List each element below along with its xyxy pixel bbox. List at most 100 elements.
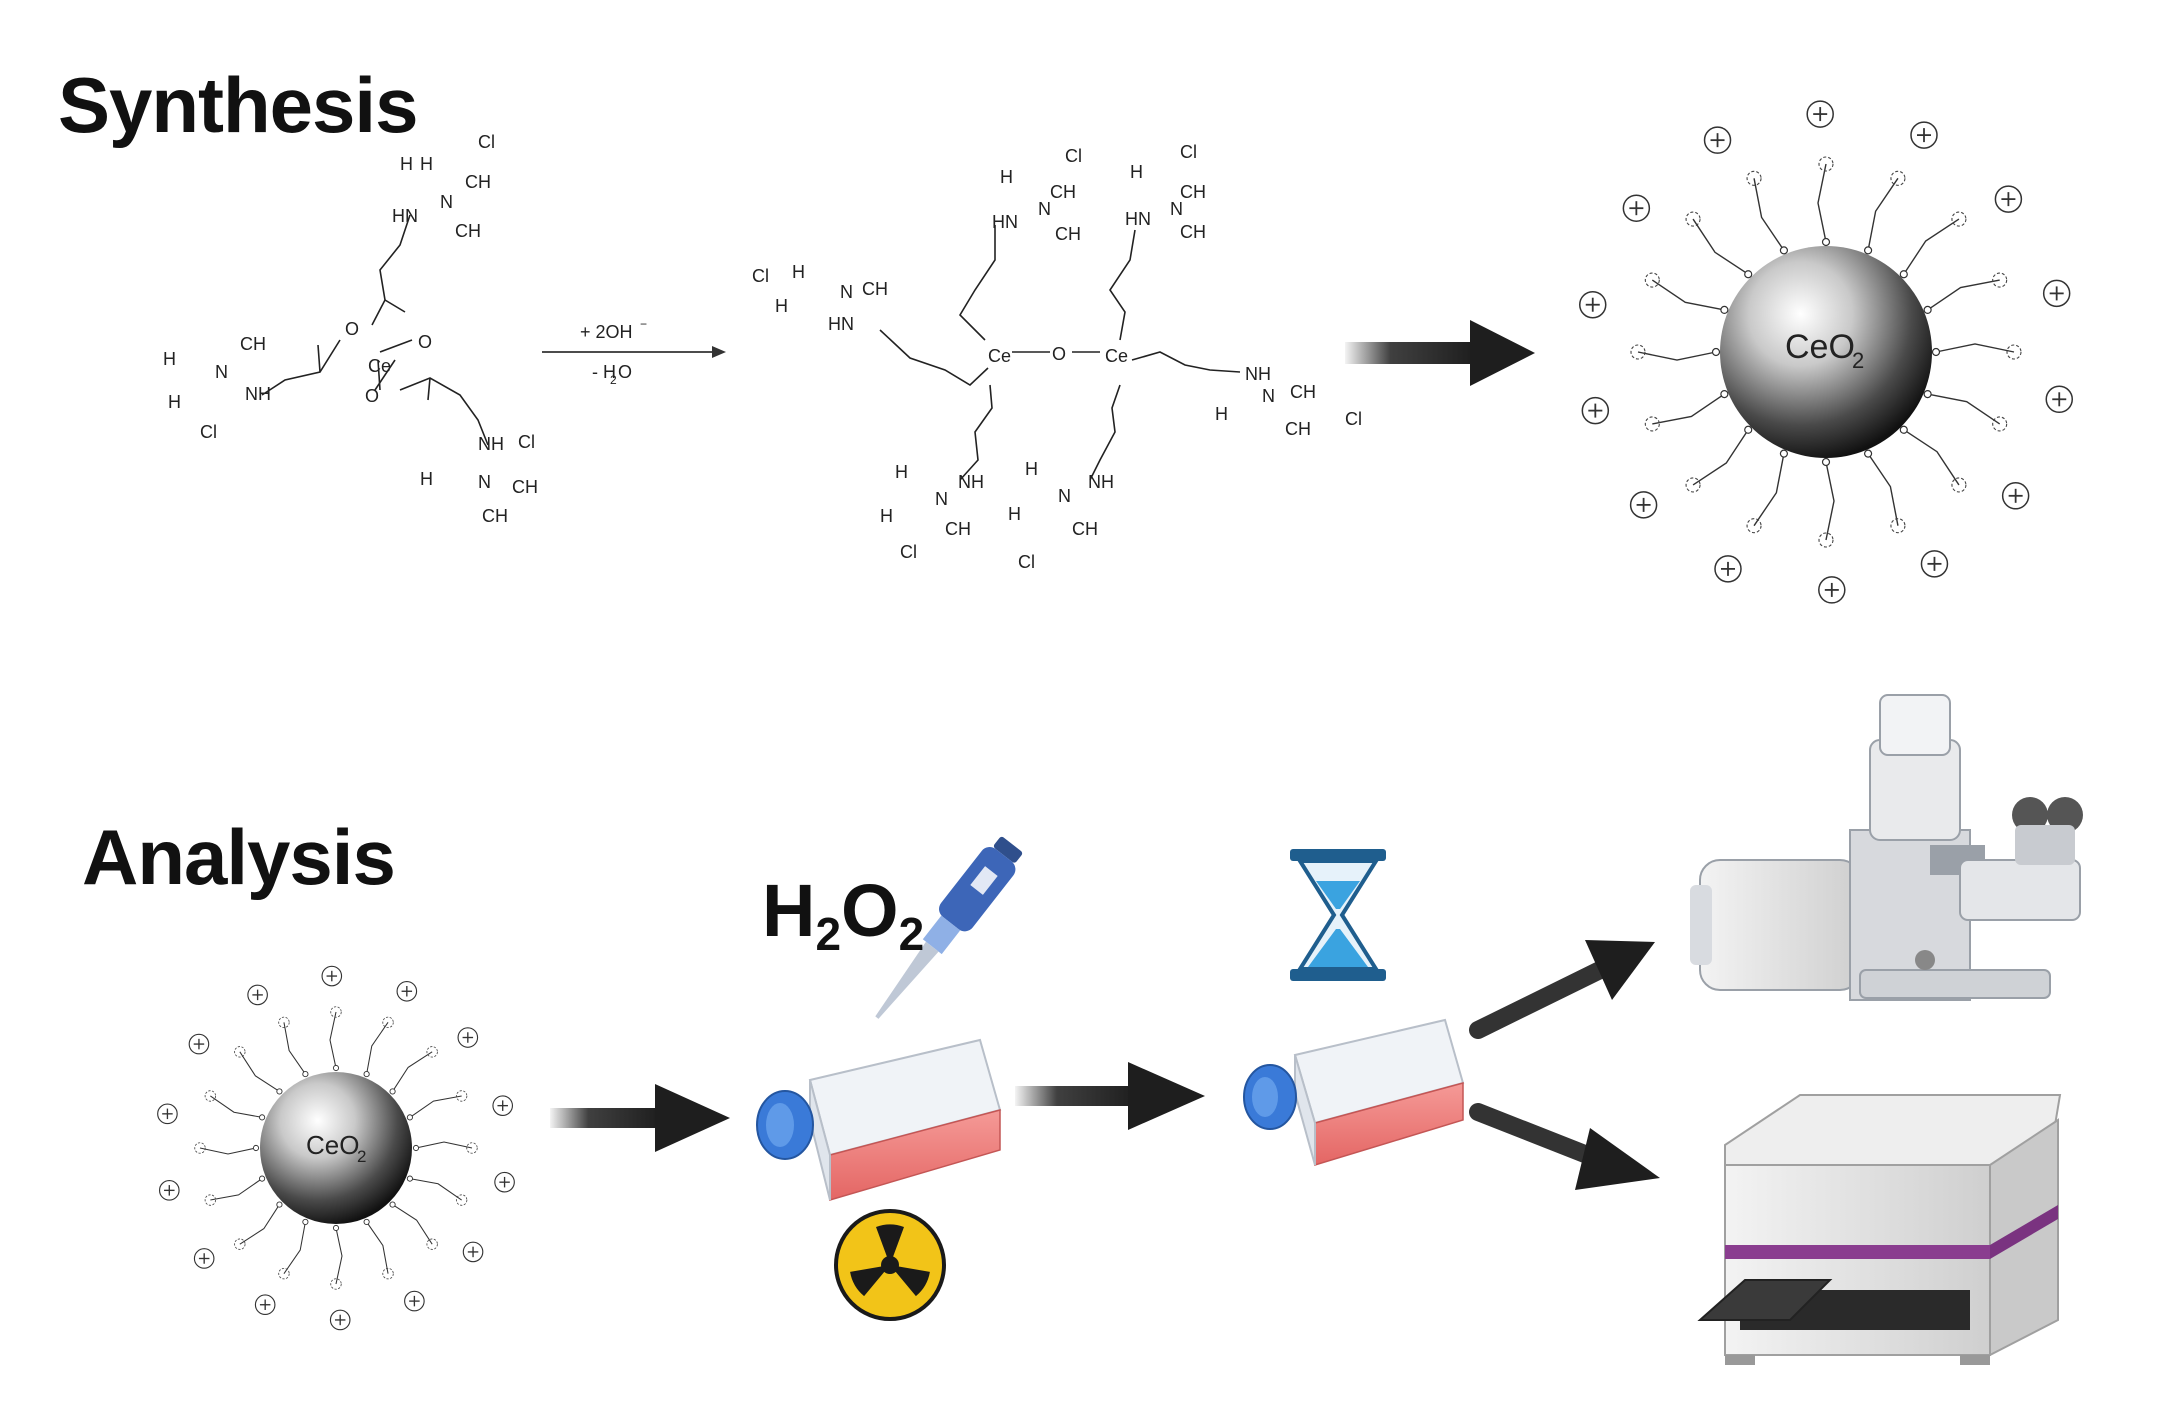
plus-charge-icon: [462, 1241, 484, 1263]
plate-reader-icon: [1697, 1094, 2062, 1365]
chem-label: N: [215, 362, 228, 382]
plus-charge-icon: [157, 1103, 178, 1125]
plus-charge-icon: [1994, 185, 2023, 213]
chem-label: Cl: [478, 132, 495, 152]
plus-charge-icon: [193, 1248, 215, 1269]
carboxylate-oxygen: [406, 1175, 413, 1182]
carboxylate-oxygen: [1744, 425, 1753, 434]
chem-label: N: [1262, 386, 1275, 406]
ammonium-group: [382, 1267, 394, 1280]
carboxylate-oxygen: [1923, 305, 1932, 315]
ligand-chain: [1935, 343, 2015, 353]
carboxylate-oxygen: [363, 1218, 370, 1225]
carboxylate-oxygen: [302, 1071, 309, 1078]
ammonium-group: [2006, 344, 2022, 360]
chem-label: CH: [1180, 182, 1206, 202]
cell-flask-icon: [1243, 1018, 1465, 1167]
chem-label: CH: [1285, 419, 1311, 439]
ligand-chain: [415, 1141, 473, 1149]
chem-label: H: [792, 262, 805, 282]
nanoparticle-sphere: [260, 1072, 412, 1224]
carboxylate-oxygen: [302, 1218, 309, 1225]
chem-label: H: [420, 154, 433, 174]
ligand-chain: [1825, 461, 1835, 541]
carboxylate-oxygen: [1863, 246, 1873, 255]
carboxylate-oxygen: [332, 1224, 340, 1232]
chem-label: CH: [945, 519, 971, 539]
ammonium-group: [234, 1046, 246, 1058]
carboxylate-oxygen: [363, 1071, 370, 1078]
ligand-chain: [210, 1178, 263, 1201]
chem-label: CH: [240, 334, 266, 354]
ligand-chain: [1927, 393, 2001, 425]
reagent-bottom: - H: [592, 362, 616, 382]
nanoparticle-label: CeO: [1785, 328, 1855, 366]
plus-charge-icon: [492, 1095, 514, 1116]
carboxylate-oxygen: [389, 1201, 396, 1208]
carboxylate-oxygen: [1779, 246, 1789, 255]
carboxylate-oxygen: [1821, 237, 1831, 247]
analysis-title: Analysis: [82, 813, 396, 901]
ammonium-group: [1992, 272, 2008, 288]
chem-label: H: [168, 392, 181, 412]
ligand-chain: [283, 1221, 306, 1274]
carboxylate-oxygen: [389, 1088, 396, 1095]
reagent-top-sup: −: [640, 317, 647, 331]
ligand-chain: [1753, 178, 1785, 251]
plus-charge-icon: [1920, 550, 1949, 578]
ammonium-group: [426, 1238, 438, 1250]
carboxylate-oxygen: [1720, 305, 1729, 315]
plus-charge-icon: [1910, 121, 1938, 149]
plus-charge-icon: [1703, 126, 1732, 154]
ligand-chain: [1867, 177, 1899, 251]
chem-label: HN: [992, 212, 1018, 232]
arrow-to-plate-reader: [1469, 1103, 1660, 1190]
ammonium-group: [1818, 532, 1834, 548]
ligand-chain: [329, 1011, 337, 1069]
chem-label: Cl: [1345, 409, 1362, 429]
chem-label: H: [1025, 459, 1038, 479]
chem-label: NH: [478, 434, 504, 454]
ammonium-group: [455, 1090, 468, 1102]
plus-charge-icon: [1581, 396, 1610, 425]
chem-label: CH: [512, 477, 538, 497]
ammonium-group: [1746, 170, 1762, 186]
chem-label: CH: [1290, 382, 1316, 402]
chem-label: H: [880, 506, 893, 526]
plus-charge-icon: [1806, 100, 1834, 128]
carboxylate-oxygen: [252, 1144, 260, 1152]
chem-label: N: [840, 282, 853, 302]
ceria-nanoparticle-small: CeO 2: [157, 965, 515, 1331]
ammonium-group: [278, 1267, 290, 1280]
h2o2-o: O: [841, 869, 899, 952]
carboxylate-oxygen: [1863, 449, 1873, 458]
arrow-to-incubation: [1015, 1062, 1205, 1130]
cerium-dimer: [879, 225, 1241, 481]
ammonium-group: [1951, 477, 1967, 493]
ammonium-group: [1951, 211, 1967, 227]
ammonium-group: [1630, 344, 1646, 360]
ligand-chain: [1817, 163, 1827, 243]
carboxylate-oxygen: [259, 1114, 266, 1121]
ligand-chain: [239, 1204, 280, 1245]
carboxylate-oxygen: [1931, 347, 1941, 357]
chem-label: N: [478, 472, 491, 492]
ligand-chain: [392, 1051, 433, 1092]
plus-charge-icon: [2042, 279, 2071, 308]
chem-label: NH: [1088, 472, 1114, 492]
chem-label: CH: [482, 506, 508, 526]
nanoparticle-label-sub: 2: [357, 1147, 366, 1166]
chem-label: CH: [1072, 519, 1098, 539]
arrow-to-treatment: [550, 1084, 730, 1152]
plus-charge-icon: [254, 1294, 276, 1316]
carboxylate-oxygen: [276, 1088, 283, 1095]
chem-label: N: [1038, 199, 1051, 219]
microscope-icon: [1690, 694, 2083, 1001]
hourglass-icon: [1290, 849, 1386, 981]
chem-label: Cl: [200, 422, 217, 442]
plus-charge-icon: [158, 1180, 180, 1201]
nanoparticle-label: CeO: [306, 1130, 359, 1160]
chem-label: CH: [1050, 182, 1076, 202]
plus-charge-icon: [1629, 491, 1658, 519]
plus-charge-icon: [1622, 194, 1651, 222]
